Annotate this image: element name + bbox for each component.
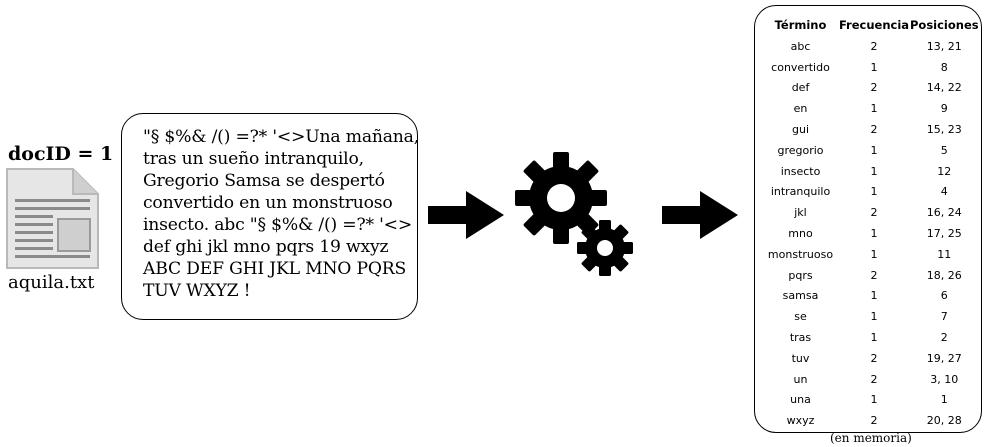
text-line: convertido en un monstruoso — [143, 193, 393, 213]
pos-cell: 18, 26 — [926, 268, 962, 282]
freq-cell: 1 — [870, 247, 878, 261]
freq-cell: 1 — [870, 143, 878, 157]
term-cell: un — [793, 372, 808, 386]
right-arrow-icon — [428, 191, 504, 239]
freq-cell: 1 — [870, 185, 878, 199]
freq-cell: 1 — [870, 310, 878, 324]
right-arrow-icon — [662, 191, 738, 239]
pos-cell: 5 — [940, 143, 948, 157]
pos-cell: 19, 27 — [926, 351, 962, 365]
table-row: gui 2 15, 23 — [763, 119, 979, 140]
freq-cell: 2 — [870, 81, 878, 95]
text-line: "§ $%& /() =?* '<>Una mañana, — [143, 127, 419, 147]
freq-cell: 1 — [870, 164, 878, 178]
term-cell: en — [793, 102, 808, 116]
pos-cell: 20, 28 — [926, 414, 962, 428]
small-gear-icon — [577, 220, 633, 276]
term-cell: gregorio — [777, 143, 824, 157]
text-line: ABC DEF GHI JKL MNO PQRS — [143, 259, 407, 279]
pos-cell: 17, 25 — [926, 227, 962, 241]
pos-cell: 7 — [940, 310, 948, 324]
freq-cell: 1 — [870, 289, 878, 303]
term-cell: se — [794, 310, 807, 324]
freq-cell: 2 — [870, 414, 878, 428]
table-row: pqrs 2 18, 26 — [763, 265, 979, 286]
table-row: jkl 2 16, 24 — [763, 202, 979, 223]
text-line: tras un sueño intranquilo, — [143, 149, 364, 169]
term-cell: una — [790, 393, 811, 407]
pos-cell: 8 — [940, 60, 948, 74]
table-row: def 2 14, 22 — [763, 78, 979, 99]
pos-cell: 3, 10 — [930, 372, 959, 386]
doc-id-label: docID = 1 — [8, 143, 114, 165]
pos-cell: 9 — [940, 102, 948, 116]
term-cell: mno — [788, 227, 813, 241]
freq-cell: 2 — [870, 351, 878, 365]
pos-cell: 14, 22 — [926, 81, 962, 95]
term-cell: insecto — [780, 164, 821, 178]
text-line: insecto. abc "§ $%& /() =?* '<> — [143, 215, 413, 235]
freq-cell: 1 — [870, 393, 878, 407]
table-row: intranquilo 1 4 — [763, 182, 979, 203]
freq-cell: 1 — [870, 331, 878, 345]
term-cell: intranquilo — [770, 185, 831, 199]
pos-cell: 13, 21 — [926, 39, 962, 53]
table-row: gregorio 1 5 — [763, 140, 979, 161]
table-row: tras 1 2 — [763, 327, 979, 348]
term-cell: pqrs — [788, 268, 813, 282]
freq-cell: 1 — [870, 102, 878, 116]
table-row: mno 1 17, 25 — [763, 223, 979, 244]
pos-cell: 12 — [937, 164, 952, 178]
freq-cell: 2 — [870, 123, 878, 137]
gears-icon — [515, 152, 633, 276]
term-cell: tuv — [791, 351, 810, 365]
table-row: wxyz 2 20, 28 — [763, 410, 979, 431]
pos-cell: 16, 24 — [926, 206, 962, 220]
pos-cell: 1 — [940, 393, 948, 407]
table-row: se 1 7 — [763, 306, 979, 327]
term-cell: samsa — [782, 289, 819, 303]
text-line: Gregorio Samsa se despertó — [143, 171, 385, 191]
inverted-index-box: Término Frecuencia Posiciones abc 2 13, 21… — [754, 5, 982, 433]
text-document-icon — [6, 168, 99, 269]
table-row: samsa 1 6 — [763, 286, 979, 307]
document-filename: aquila.txt — [8, 272, 95, 293]
pos-cell: 2 — [940, 331, 948, 345]
table-row: tuv 2 19, 27 — [763, 348, 979, 369]
table-row: convertido 1 8 — [763, 57, 979, 78]
table-row: abc 2 13, 21 — [763, 36, 979, 57]
pos-cell: 11 — [937, 247, 952, 261]
freq-cell: 2 — [870, 206, 878, 220]
table-row: una 1 1 — [763, 390, 979, 411]
table-row: insecto 1 12 — [763, 161, 979, 182]
term-cell: wxyz — [786, 414, 815, 428]
term-cell: gui — [791, 123, 809, 137]
table-row: en 1 9 — [763, 98, 979, 119]
text-line: def ghi jkl mno pqrs 19 wxyz — [143, 237, 389, 257]
freq-cell: 2 — [870, 372, 878, 386]
term-cell: monstruoso — [767, 247, 834, 261]
header-term: Término — [774, 17, 827, 32]
table-row: un 2 3, 10 — [763, 369, 979, 390]
freq-cell: 1 — [870, 227, 878, 241]
memory-label: (en memoria) — [830, 431, 912, 445]
term-cell: convertido — [771, 60, 830, 74]
index-header-row: Término Frecuencia Posiciones — [763, 13, 979, 36]
header-frequency: Frecuencia — [838, 17, 910, 32]
freq-cell: 1 — [870, 60, 878, 74]
document-text-box: "§ $%& /() =?* '<>Una mañana, tras un su… — [121, 113, 419, 320]
freq-cell: 2 — [870, 268, 878, 282]
freq-cell: 2 — [870, 39, 878, 53]
term-cell: abc — [790, 39, 811, 53]
pos-cell: 4 — [940, 185, 948, 199]
pos-cell: 15, 23 — [926, 123, 962, 137]
pos-cell: 6 — [940, 289, 948, 303]
index-table: Término Frecuencia Posiciones abc 2 13, 21… — [763, 13, 979, 431]
term-cell: jkl — [794, 206, 807, 220]
header-positions: Posiciones — [910, 17, 979, 32]
text-line: TUV WXYZ ! — [143, 281, 251, 301]
term-cell: tras — [789, 331, 812, 345]
term-cell: def — [791, 81, 810, 95]
